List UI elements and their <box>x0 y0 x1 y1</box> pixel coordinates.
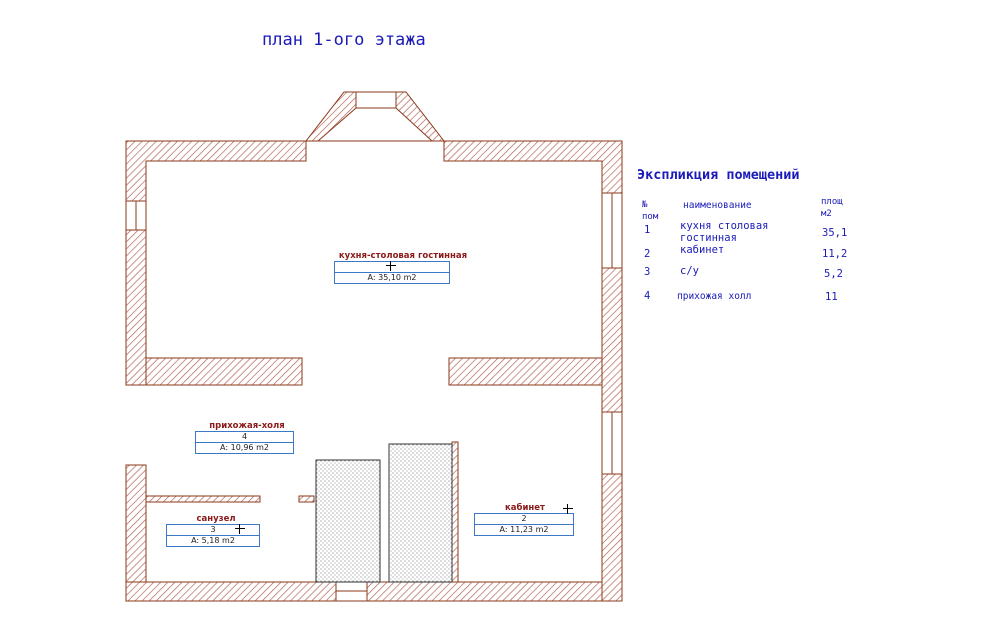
room-area: A: 10,96 m2 <box>220 443 269 452</box>
legend-row-num: 4 <box>644 290 651 302</box>
wall-bay-right <box>395 91 446 142</box>
wall-right-lower <box>601 473 623 602</box>
room-number: 2 <box>475 514 573 525</box>
center-cross-icon <box>563 504 573 514</box>
legend-row-name: кухня столовая <box>680 220 769 232</box>
legend-row-area: 35,1 <box>822 227 848 239</box>
wall-bottom-right <box>366 581 603 602</box>
legend-header-name: наименование <box>683 200 752 211</box>
legend-row-area: 11,2 <box>822 248 848 260</box>
legend-row-name: кабинет <box>680 244 725 256</box>
legend-row-num: 1 <box>644 224 651 236</box>
room-label-bathroom: санузел <box>196 514 236 524</box>
room-number: 3 <box>167 525 259 536</box>
stair-flight-right <box>388 443 453 583</box>
wall-bathroom-stub <box>298 495 315 503</box>
wall-left-middle <box>125 229 147 386</box>
center-cross-icon <box>235 524 245 534</box>
center-cross-icon <box>386 261 396 271</box>
legend-row-name: с/у <box>680 265 699 277</box>
wall-top-right <box>443 140 623 194</box>
window-frames <box>125 91 623 602</box>
room-area: A: 35,10 m2 <box>367 273 417 282</box>
room-tag-bathroom: 3 A: 5,18 m2 <box>166 524 260 547</box>
legend-header-area: площ <box>821 197 843 207</box>
room-label-kitchen: кухня-столовая гостинная <box>338 251 468 261</box>
staircase <box>315 443 453 583</box>
legend-title: Экспликция помещений <box>637 167 800 183</box>
legend-header-area-2: м2 <box>821 209 832 219</box>
room-tag-kitchen: A: 35,10 m2 <box>334 261 450 284</box>
room-tag-study: 2 A: 11,23 m2 <box>474 513 574 536</box>
room-label-study: кабинет <box>505 503 545 513</box>
wall-interior-right <box>448 357 603 386</box>
wall-top-left <box>125 140 307 202</box>
wall-stair-partition <box>451 441 459 583</box>
room-area: A: 5,18 m2 <box>191 536 235 545</box>
room-number <box>335 262 449 273</box>
legend-row-num: 3 <box>644 266 651 278</box>
legend-row-area: 5,2 <box>824 268 843 280</box>
wall-bottom-left <box>125 581 337 602</box>
plan-title: план 1-ого этажа <box>262 30 426 50</box>
legend-row-name: прихожая холл <box>677 291 752 302</box>
room-number: 4 <box>196 432 293 443</box>
wall-bay-left <box>304 91 357 142</box>
wall-right-upper <box>601 267 623 413</box>
legend-header-num: № <box>642 200 648 210</box>
wall-left-lower <box>125 464 147 583</box>
walls <box>125 91 623 602</box>
room-area: A: 11,23 m2 <box>499 525 549 534</box>
wall-bathroom-top <box>145 495 261 503</box>
wall-interior-left <box>145 357 303 386</box>
legend-row-num: 2 <box>644 248 651 260</box>
legend-row-name-2: гостинная <box>680 232 737 244</box>
stair-flight-left <box>315 459 381 583</box>
legend-header-num-2: пом <box>642 212 659 222</box>
room-label-hallway: прихожая-холя <box>209 421 285 431</box>
room-tag-hallway: 4 A: 10,96 m2 <box>195 431 294 454</box>
legend-row-area: 11 <box>825 291 838 303</box>
